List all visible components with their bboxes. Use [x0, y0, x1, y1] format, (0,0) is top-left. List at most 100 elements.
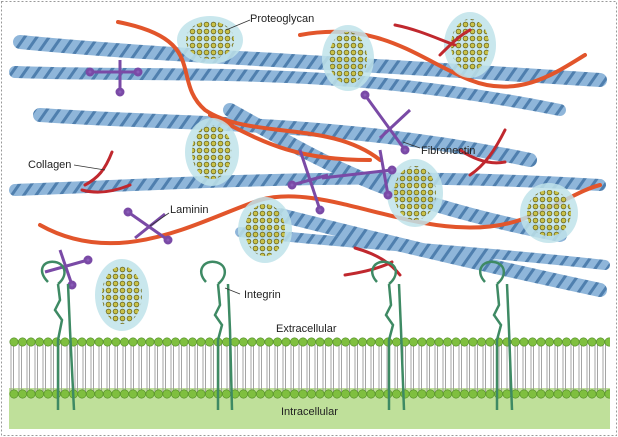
lipid-head	[323, 389, 333, 399]
label-extracellular: Extracellular	[276, 323, 337, 335]
lipid-head	[544, 337, 554, 347]
lipid-head	[306, 337, 316, 347]
lipid-head	[9, 389, 19, 399]
lipid-head	[536, 389, 546, 399]
lipid-head	[51, 389, 61, 399]
lipid-head	[459, 337, 469, 347]
lipid-head	[171, 337, 181, 347]
lipid-head	[357, 337, 367, 347]
lipid-head	[289, 389, 299, 399]
lipid-head	[544, 389, 554, 399]
lipid-head	[587, 389, 597, 399]
lipid-head	[255, 337, 265, 347]
proteoglycan-5	[387, 159, 443, 227]
lipid-head	[366, 337, 376, 347]
laminin-6	[44, 249, 93, 290]
label-intracellular: Intracellular	[281, 406, 338, 418]
lipid-head	[86, 389, 96, 399]
lipid-head	[145, 337, 155, 347]
lipid-head	[442, 389, 452, 399]
lipid-head	[264, 337, 274, 347]
lipid-head	[162, 389, 172, 399]
laminin-5	[360, 90, 412, 155]
lipid-head	[272, 389, 282, 399]
lipid-head	[179, 337, 189, 347]
label-laminin: Laminin	[170, 204, 209, 216]
lipid-head	[425, 337, 435, 347]
lipid-head	[527, 389, 537, 399]
lipid-head	[103, 337, 113, 347]
lipid-head	[222, 389, 232, 399]
proteoglycan-2	[322, 25, 374, 91]
lipid-head	[137, 389, 147, 399]
lipid-head	[255, 389, 265, 399]
leader-lines	[73, 19, 421, 295]
lipid-head	[468, 337, 478, 347]
lipid-head	[306, 389, 316, 399]
lipid-head	[391, 337, 401, 347]
proteoglycan-3	[444, 12, 496, 78]
proteoglycan-4	[185, 118, 239, 186]
lipid-head	[366, 389, 376, 399]
lipid-head	[247, 389, 257, 399]
lipid-head	[570, 337, 580, 347]
lipid-head	[451, 337, 461, 347]
lipid-head	[323, 337, 333, 347]
laminin-3	[287, 149, 329, 215]
lipid-head	[26, 389, 36, 399]
lipid-head	[34, 389, 44, 399]
lipid-head	[60, 389, 70, 399]
lipid-head	[578, 337, 588, 347]
lipid-head	[417, 389, 427, 399]
lipid-head	[587, 337, 597, 347]
lipid-head	[374, 389, 384, 399]
lipid-head	[459, 389, 469, 399]
lipid-head	[77, 389, 87, 399]
lipid-head	[43, 389, 53, 399]
lipid-head	[349, 389, 359, 399]
lipid-head	[468, 389, 478, 399]
label-collagen: Collagen	[28, 159, 71, 171]
proteoglycans	[95, 12, 578, 331]
lipid-head	[408, 389, 418, 399]
lipid-head	[391, 389, 401, 399]
lipid-head	[17, 337, 27, 347]
lipid-head	[519, 389, 529, 399]
lipid-head	[434, 337, 444, 347]
lipid-head	[536, 337, 546, 347]
lipid-head	[578, 389, 588, 399]
label-fibronectin: Fibronectin	[421, 145, 475, 157]
lipid-head	[162, 337, 172, 347]
fibronectin-3	[458, 128, 507, 177]
lipid-head	[188, 337, 198, 347]
lipid-head	[281, 389, 291, 399]
lipid-head	[179, 389, 189, 399]
lipid-head	[604, 337, 610, 347]
lipid-head	[527, 337, 537, 347]
fibronectin-2	[393, 23, 472, 57]
label-proteoglycan: Proteoglycan	[250, 13, 314, 25]
fibronectin-molecules	[80, 23, 507, 277]
lipid-head	[476, 389, 486, 399]
lipid-head	[103, 389, 113, 399]
lipid-head	[94, 337, 104, 347]
lipid-head	[340, 337, 350, 347]
lipid-head	[425, 389, 435, 399]
lipid-head	[493, 389, 503, 399]
lipid-head	[340, 389, 350, 399]
lipid-head	[332, 389, 342, 399]
lipid-head	[247, 337, 257, 347]
lipid-head	[120, 337, 130, 347]
lipid-head	[570, 389, 580, 399]
lipid-head	[145, 389, 155, 399]
lipid-head	[239, 337, 249, 347]
lipid-head	[272, 337, 282, 347]
lipid-head	[485, 337, 495, 347]
lipid-head	[205, 389, 215, 399]
lipid-head	[230, 337, 240, 347]
lipid-head	[43, 337, 53, 347]
integrin-2	[200, 260, 234, 411]
fibronectin-1	[80, 150, 132, 194]
integrins	[40, 260, 514, 411]
